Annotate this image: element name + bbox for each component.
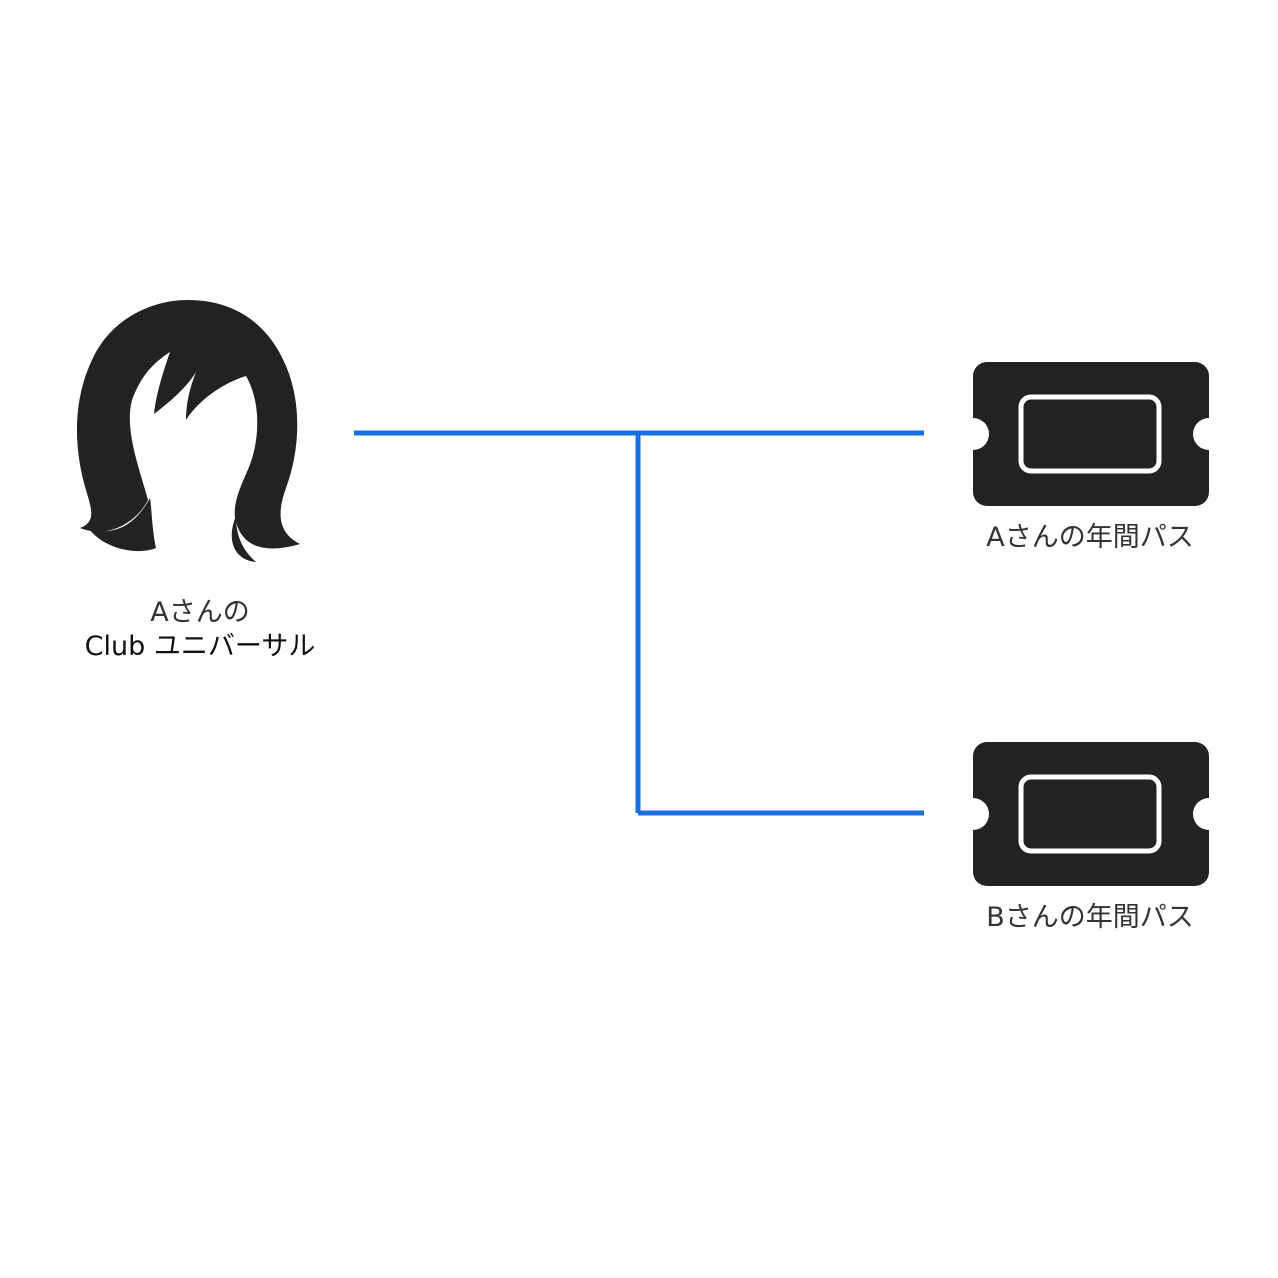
person-label: Aさんの Club ユニバーサル [40, 596, 360, 664]
woman-silhouette-icon [76, 300, 300, 562]
pass-label-b: Bさんの年間パス [986, 902, 1194, 933]
pass-label-a: Aさんの年間パス [986, 522, 1194, 553]
ticket-icon [973, 742, 1209, 886]
person-label-line1: Aさんの [150, 597, 250, 628]
person-label-line2: Club ユニバーサル [84, 631, 316, 662]
connector-lines [354, 430, 924, 816]
ticket-icon [973, 362, 1209, 506]
